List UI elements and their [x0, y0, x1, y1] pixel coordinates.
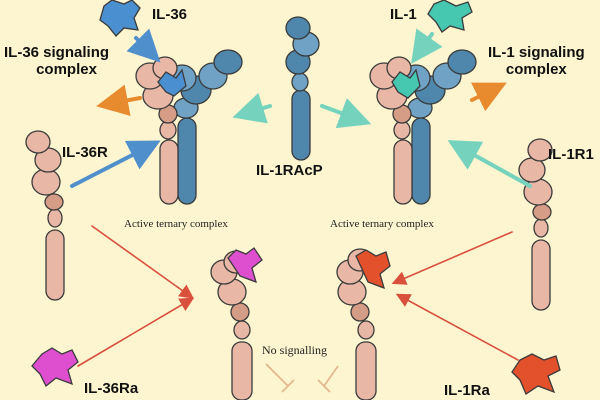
il36r-il36ra-complex [210, 247, 263, 400]
caption-no-signalling: No signalling [262, 343, 327, 357]
il1-ligand-icon [427, 0, 473, 33]
arrow-il36ra-to-antagonist [77, 297, 195, 367]
label-il1ra: IL-1Ra [444, 382, 490, 399]
caption-active-ternary-right: Active ternary complex [330, 218, 434, 230]
label-il36r: IL-36R [62, 144, 108, 161]
caption-active-ternary-left: Active ternary complex [124, 218, 228, 230]
no-signalling-inhibition [265, 363, 339, 393]
arrow-il1r1-to-complex [447, 140, 532, 188]
il1ra-ligand-icon [511, 353, 561, 395]
il1ra-bound-ligand-icon [355, 249, 391, 290]
il1r1-receptor [518, 138, 553, 311]
label-il1: IL-1 [390, 6, 417, 23]
il1racp-protein [285, 16, 320, 161]
il36ra-bound-ligand-icon [227, 247, 263, 284]
label-il1racp: IL-1RAcP [256, 162, 323, 179]
label-il36ra: IL-36Ra [84, 380, 139, 397]
arrow-il1racp-to-left [232, 92, 272, 124]
arrow-il1racp-to-right [320, 98, 372, 129]
il36-ligand-icon [99, 0, 141, 37]
il36ra-ligand-icon [31, 347, 79, 388]
label-il1-signaling-complex: IL-1 signaling complex [488, 44, 585, 79]
arrow-il36r-to-complex [70, 140, 161, 188]
arrow-il1r1-to-antagonist [391, 231, 513, 285]
il36r-receptor [25, 130, 65, 301]
arrow-il36r-to-antagonist [91, 225, 194, 299]
arrow-il36-to-complex [126, 28, 161, 63]
label-il36-signaling-complex: IL-36 signaling complex [4, 44, 110, 79]
arrows [70, 28, 532, 367]
arrow-il1-complex-output [470, 82, 507, 112]
il36-bound-ligand-icon [157, 68, 187, 97]
il1-signaling-complex [369, 49, 477, 205]
arrow-il1-to-complex [411, 28, 443, 64]
arrow-il36-complex-output [96, 84, 142, 117]
il1r1-il1ra-complex [336, 248, 391, 400]
arrow-il1ra-to-antagonist [395, 293, 519, 361]
label-il36: IL-36 [152, 6, 188, 23]
il1-bound-ligand-icon [391, 68, 421, 99]
il36-signaling-complex [135, 49, 243, 205]
label-il1r1: IL-1R1 [548, 146, 594, 163]
